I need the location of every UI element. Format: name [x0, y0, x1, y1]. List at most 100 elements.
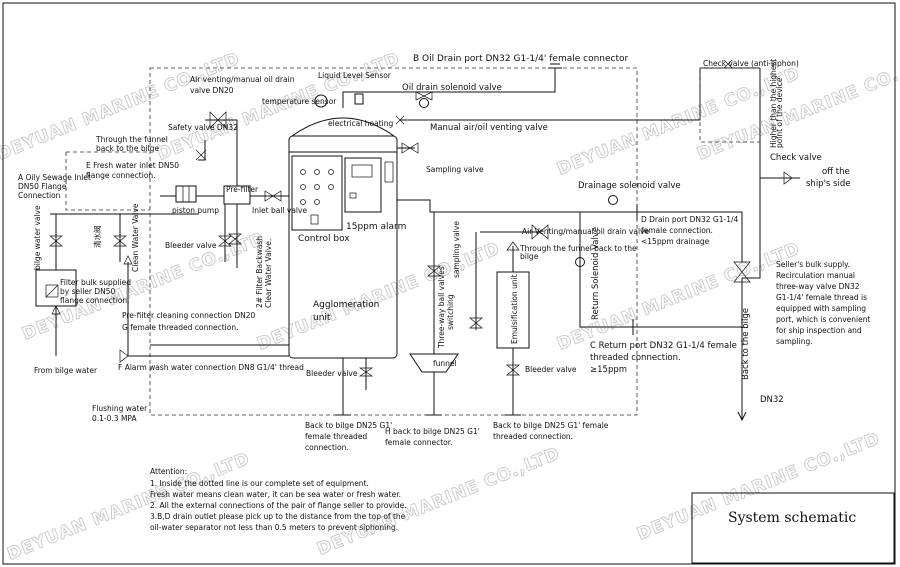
- return-line: [579, 212, 637, 328]
- oil-drain-solenoid-icon: [419, 98, 429, 108]
- label-b-oil-drain: B Oil Drain port DN32 G1-1/4' female con…: [413, 54, 629, 64]
- label-check-valve: Check valve: [770, 153, 822, 163]
- label-filter-backwash-1: 2# Filter Backwash: [255, 236, 264, 308]
- label-sellers-1: Seller's bulk supply.: [776, 260, 850, 269]
- label-sampling-valve: Sampling valve: [426, 165, 484, 174]
- label-oil-drain-solenoid: Oil drain solenoid valve: [402, 83, 502, 93]
- inlet-ball-valve-icon: [264, 190, 282, 202]
- label-inlet-ball-valve: Inlet ball valve: [252, 206, 307, 215]
- label-back-dn25-left-3: connection.: [305, 443, 349, 452]
- label-sellers-3: three-way valve DN32: [776, 282, 860, 291]
- label-d-drain-1: D Drain port DN32 G1-1/4: [641, 215, 738, 224]
- watermark: DEYUAN MARINE CO.,LTD: [634, 429, 883, 545]
- level-sensor-icon: [354, 93, 364, 105]
- label-manual-air-oil: Manual air/oil venting valve: [430, 123, 548, 133]
- label-prefilter-clean-2: G female threaded connection.: [122, 323, 238, 332]
- label-back-dn25-left-2: female threaded: [305, 432, 367, 441]
- air-vent-small-icon: [531, 224, 549, 240]
- label-through-funnel-small-2: bilge: [520, 252, 539, 261]
- label-back-dn25-right-1: Back to bilge DN25 G1' female: [493, 421, 609, 430]
- label-pre-filter: Pre-filter: [226, 185, 259, 194]
- manual-venting-line: [400, 67, 760, 121]
- label-liquid-level-sensor: Liquid Level Sensor: [318, 71, 392, 80]
- label-higher-than-1: Higher than the highest: [769, 59, 778, 148]
- label-filter-bulk-2: by seller DN50: [60, 287, 116, 296]
- label-back-dn25-left-1: Back to bilge DN25 G1': [305, 421, 392, 430]
- anti-siphon-boundary: [699, 67, 761, 143]
- alarm-panel: [344, 157, 382, 213]
- bilge-water-valve-icon: [49, 235, 63, 247]
- label-f-alarm-wash: F Alarm wash water connection DN8 G1/4' …: [118, 363, 304, 372]
- label-filter-bulk-1: Filter bulk supplied: [60, 278, 131, 287]
- label-sellers-5: equipped with sampling: [776, 304, 866, 313]
- label-sellers-4: G1-1/4' female thread is: [776, 293, 867, 302]
- label-sampling-valve-vertical: sampling valve: [452, 221, 461, 278]
- label-a-inlet-1: A Oily Sewage Inlet: [18, 173, 91, 182]
- attention-line-2: Fresh water means clean water, it can be…: [150, 490, 401, 499]
- label-drainage-solenoid: Drainage solenoid valve: [578, 181, 681, 191]
- attention-line-4: 3.B,D drain outlet please pick up to the…: [150, 512, 406, 521]
- label-c-return-2: threaded connection.: [590, 353, 681, 363]
- label-15ppm-alarm: 15ppm alarm: [346, 222, 406, 232]
- label-clean-water-valve: Clean Water Valve: [131, 203, 140, 272]
- label-higher-than-2: point of the device: [775, 77, 784, 148]
- temperature-sensor-icon: [314, 94, 328, 108]
- label-c-return-1: C Return port DN32 G1-1/4 female: [590, 341, 737, 351]
- label-e-fresh-1: E Fresh water inlet DN50: [86, 161, 179, 170]
- label-bleeder-valve-left: Bleeder valve: [165, 241, 217, 250]
- label-h-back-1: H back to bilge DN25 G1': [385, 427, 480, 436]
- label-d-drain-2: female connection.: [641, 226, 713, 235]
- label-c-return-3: ≥15ppm: [590, 365, 627, 375]
- label-control-box: Control box: [298, 234, 350, 244]
- drainage-line: [397, 199, 637, 213]
- label-through-funnel-small-1: Through the funnel back to the: [519, 244, 637, 253]
- tank-dome: [291, 117, 395, 137]
- label-temperature-sensor: temperature sensor: [262, 97, 337, 106]
- label-safety-valve: Safety valve DN32: [168, 123, 238, 132]
- attention-line-1: 1. Inside the dotted line is our complet…: [150, 479, 369, 488]
- label-agglomeration-2: unit: [313, 313, 331, 323]
- label-back-to-bilge: Back to the bilge: [741, 308, 751, 380]
- label-back-dn25-right-2: threaded connection.: [493, 432, 573, 441]
- equipment-boundary: [149, 67, 638, 416]
- label-bilge-water-valve: bilge water valve: [33, 205, 42, 270]
- drainage-solenoid-icon: [608, 195, 618, 205]
- attention-line-5: oil-water separator not less than 0.5 me…: [150, 523, 398, 532]
- label-flushing-water-1: Flushing water: [92, 404, 148, 413]
- label-air-venting-1: Air venting/manual oil drain: [190, 75, 295, 84]
- label-bleeder-valve-center: Bleeder valve: [306, 369, 358, 378]
- label-through-funnel-2: back to the bilge: [96, 144, 160, 153]
- label-piston-pump: piston pump: [172, 206, 219, 215]
- label-return-solenoid: Return Solenoid Valve: [591, 227, 601, 320]
- control-box-panel: [291, 155, 343, 231]
- label-filter-backwash-2: Clear Water Valve.: [264, 239, 273, 308]
- label-three-way-1: Three-way ball valves: [437, 266, 446, 349]
- label-air-venting-2: valve DN20: [190, 86, 234, 95]
- label-dn32: DN32: [760, 395, 784, 405]
- label-d-drain-3: <15ppm drainage: [641, 237, 710, 246]
- return-solenoid-icon: [575, 257, 585, 267]
- label-h-back-2: female connector.: [385, 438, 453, 447]
- fresh-water-boundary: [65, 152, 150, 211]
- bleeder-valve-icon: [358, 367, 374, 377]
- label-sellers-2: Recirculation manual: [776, 271, 855, 280]
- label-a-inlet-3: Connection: [18, 191, 61, 200]
- label-e-fresh-2: flange connection.: [86, 171, 156, 180]
- attention-line-3: 2. All the external connections of the p…: [150, 501, 407, 510]
- label-off-ship-2: ship's side: [806, 179, 850, 189]
- check-valve-anti-icon: [723, 59, 733, 69]
- label-bleeder-valve-right: Bleeder valve: [525, 365, 577, 374]
- label-a-inlet-2: DN50 Flange: [18, 182, 67, 191]
- title-block-text: System schematic: [728, 510, 856, 526]
- safety-valve-icon: [209, 111, 227, 129]
- label-sellers-8: sampling.: [776, 337, 813, 346]
- bleeder-valve-right-icon: [506, 364, 520, 376]
- label-check-valve-anti: Check valve (anti-siphon): [703, 59, 799, 68]
- label-through-funnel-1: Through the funnel: [95, 135, 168, 144]
- label-from-bilge: From bilge water: [34, 366, 98, 375]
- check-valve-icon: [783, 171, 793, 185]
- three-way-valve-icon: [427, 265, 441, 277]
